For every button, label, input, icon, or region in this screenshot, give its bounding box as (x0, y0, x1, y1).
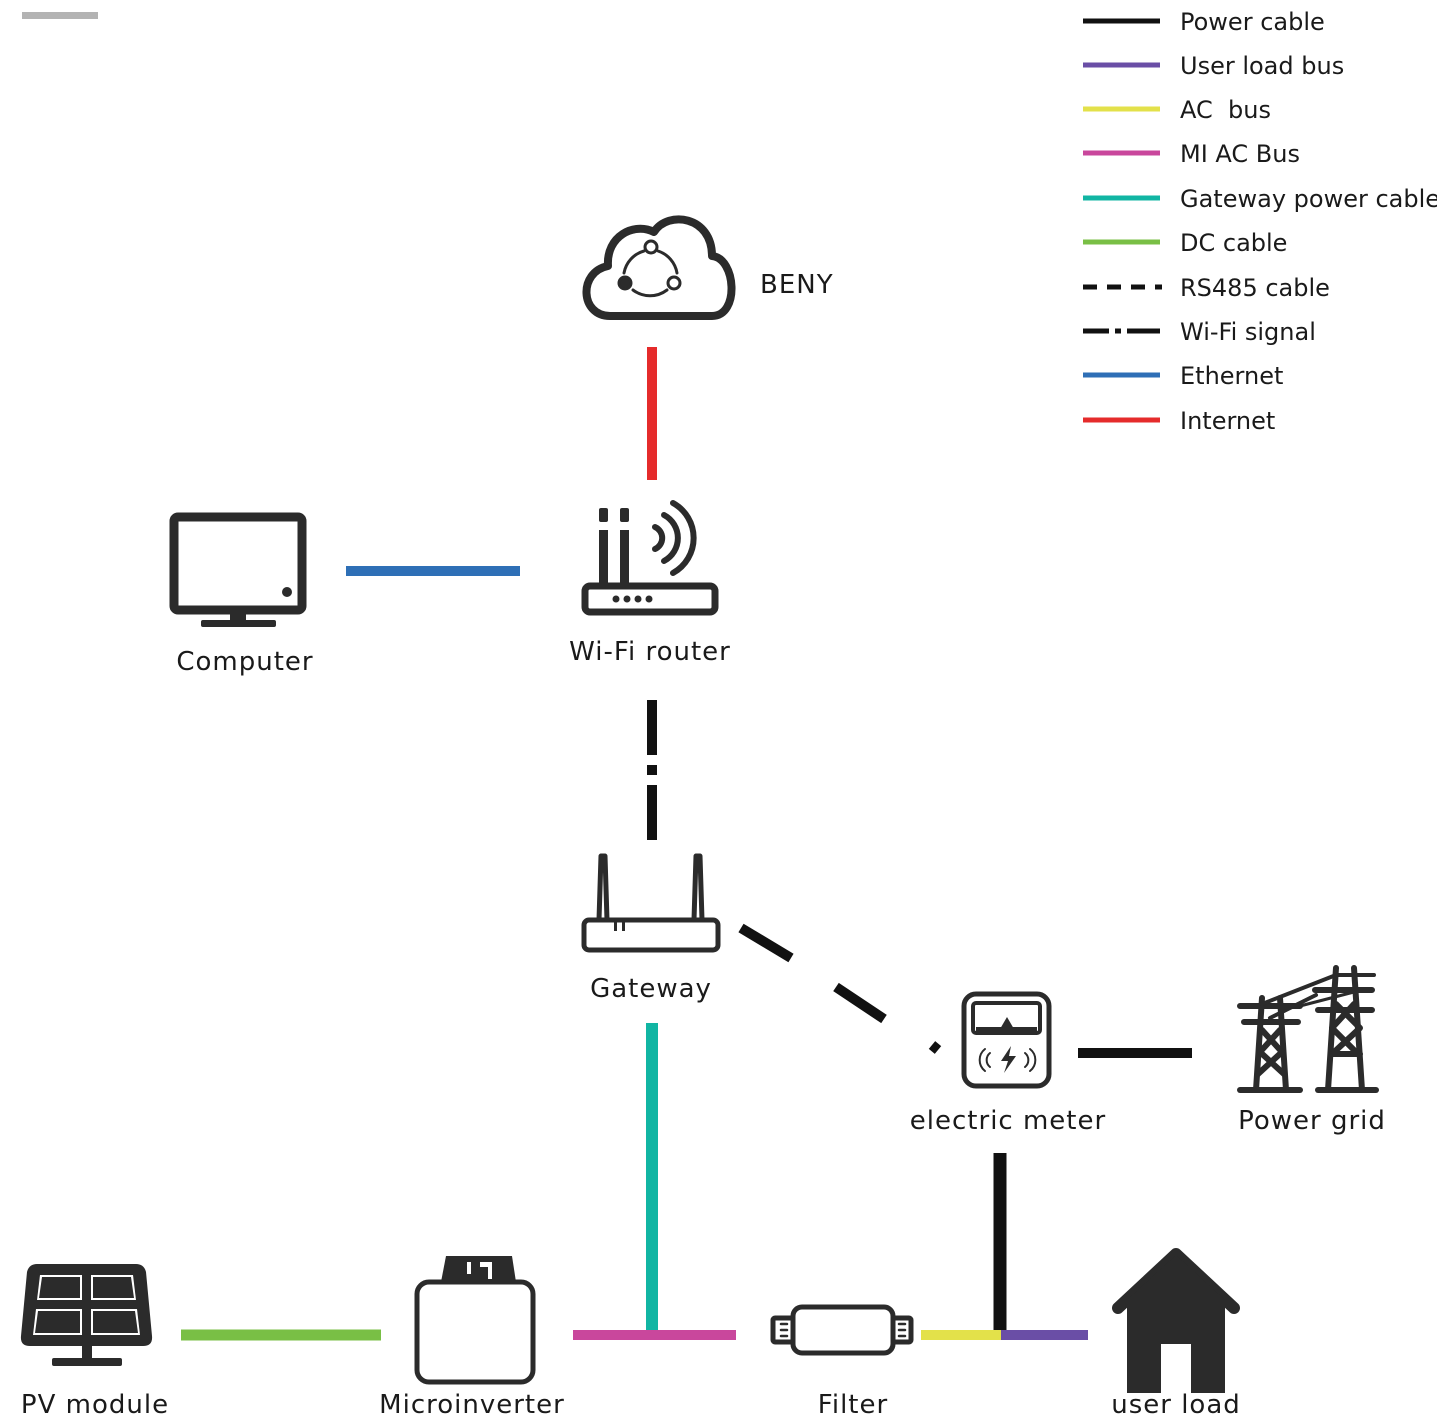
legend-label: RS485 cable (1180, 274, 1330, 302)
node-microinverter: Microinverter (379, 1256, 565, 1420)
microinverter-icon (414, 1256, 536, 1385)
node-label: Filter (818, 1390, 888, 1420)
node-label: Power grid (1238, 1106, 1386, 1136)
node-label: Gateway (590, 974, 712, 1004)
router-icon (581, 500, 719, 616)
legend-item: AC bus (1083, 96, 1271, 124)
legend-label: Gateway power cable (1180, 185, 1437, 213)
monitor-icon (169, 512, 307, 627)
node-label: PV module (21, 1390, 169, 1420)
legend-item: MI AC Bus (1083, 140, 1300, 168)
legend-label: AC bus (1180, 96, 1271, 124)
legend-label: Internet (1180, 407, 1275, 435)
solar-panel-icon (20, 1264, 153, 1366)
node-power-grid: Power grid (1237, 965, 1386, 1136)
node-label: Wi-Fi router (569, 637, 731, 667)
node-filter: Filter (770, 1304, 914, 1420)
filter-icon (770, 1304, 914, 1356)
legend-item: DC cable (1083, 229, 1287, 257)
node-label: Computer (176, 647, 313, 677)
legend-item: Power cable (1083, 8, 1325, 36)
node-pv-module: PV module (20, 1264, 169, 1420)
node-wifi-router: Wi-Fi router (569, 500, 731, 667)
legend-item: Wi-Fi signal (1083, 318, 1316, 346)
legend-item: RS485 cable (1083, 274, 1330, 302)
meter-icon (961, 991, 1052, 1089)
node-label: Microinverter (379, 1390, 565, 1420)
node-label: electric meter (910, 1106, 1106, 1136)
top-bar (22, 12, 98, 19)
legend-label: Ethernet (1180, 362, 1283, 390)
node-beny: BENY (582, 215, 834, 320)
house-icon (1112, 1248, 1240, 1393)
legend-label: Wi-Fi signal (1180, 318, 1316, 346)
node-user-load: user load (1111, 1248, 1241, 1420)
legend: Power cable User load bus AC bus MI AC B… (1083, 8, 1437, 435)
legend-label: User load bus (1180, 52, 1344, 80)
legend-label: MI AC Bus (1180, 140, 1300, 168)
node-label: user load (1111, 1390, 1241, 1420)
node-label: BENY (760, 270, 834, 300)
node-electric-meter: electric meter (910, 991, 1106, 1136)
legend-label: DC cable (1180, 229, 1287, 257)
legend-item: User load bus (1083, 52, 1344, 80)
gateway-icon (581, 853, 721, 953)
legend-label: Power cable (1180, 8, 1325, 36)
cloud-icon (582, 215, 736, 320)
rs485-link (738, 923, 942, 1054)
pylon-icon (1237, 965, 1379, 1093)
node-computer: Computer (169, 512, 313, 677)
connections (181, 347, 1192, 1341)
legend-item: Internet (1083, 407, 1275, 435)
legend-item: Gateway power cable (1083, 185, 1437, 213)
legend-item: Ethernet (1083, 362, 1283, 390)
node-gateway: Gateway (581, 853, 721, 1004)
